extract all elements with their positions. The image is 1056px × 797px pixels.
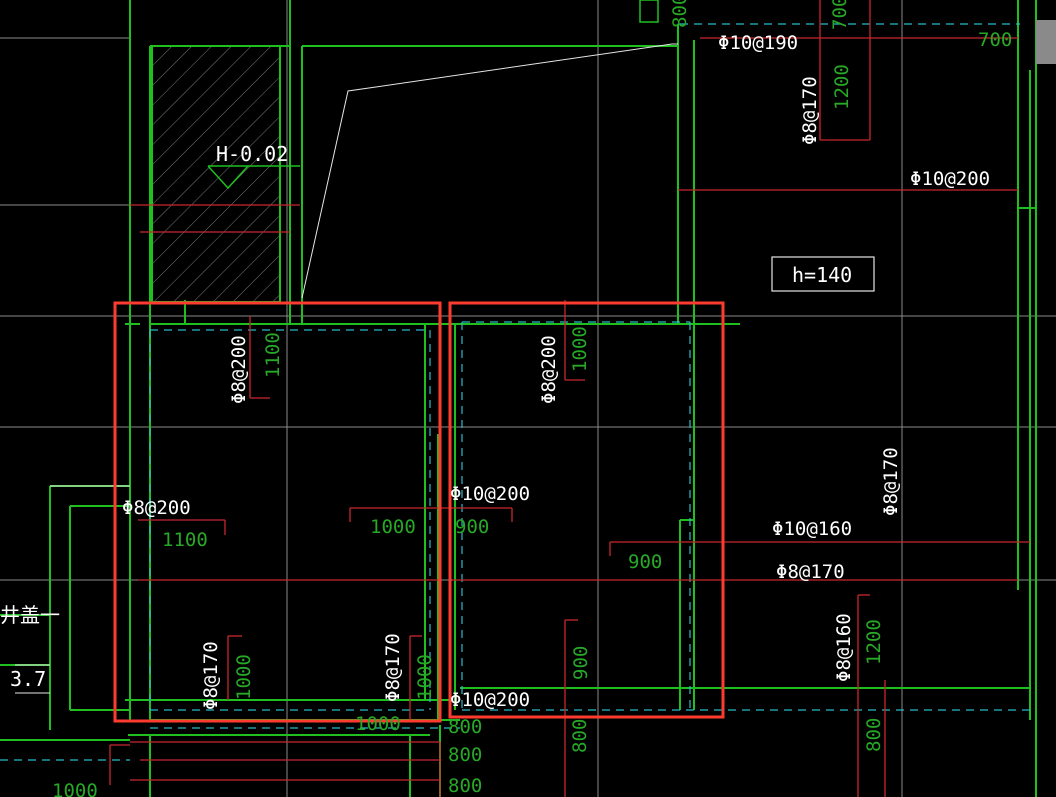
slab-thickness-tag: h=140 — [771, 256, 875, 292]
rebar-label: Φ8@170 — [200, 641, 222, 710]
dim-label: 700 — [829, 0, 851, 30]
dim-label: 800 — [448, 744, 482, 766]
dim-label: 800 — [448, 716, 482, 738]
side-value-label: 3.7 — [10, 667, 46, 691]
dim-label: 1100 — [162, 529, 208, 551]
rebar-label: Φ8@200 — [228, 335, 250, 404]
rebar-label: Φ10@200 — [450, 689, 530, 711]
rebar-label: Φ8@200 — [122, 497, 191, 519]
slab-thickness-label: h=140 — [792, 263, 852, 287]
rebar-label: Φ8@170 — [799, 76, 821, 145]
elevation-marker: H-0.02 — [207, 142, 300, 190]
dim-label: 1000 — [569, 326, 591, 372]
dim-label: 1000 — [233, 654, 255, 700]
slab-panel-left[interactable] — [113, 301, 442, 723]
rebar-label: Φ10@160 — [772, 518, 852, 540]
dim-label: 900 — [628, 551, 662, 573]
rebar-lines — [109, 0, 1030, 797]
dim-label: 800 — [863, 718, 885, 752]
dim-label: 1000 — [355, 713, 401, 735]
dim-label: 1000 — [52, 780, 98, 797]
dim-label: 800 — [669, 0, 691, 28]
rebar-label: Φ10@200 — [450, 483, 530, 505]
dim-label: 1000 — [414, 654, 436, 700]
rebar-label: Φ8@170 — [382, 633, 404, 702]
dim-label: 900 — [570, 646, 592, 680]
rebar-label: Φ8@160 — [833, 613, 855, 682]
dim-label: 1200 — [831, 64, 853, 110]
dim-label: 800 — [448, 775, 482, 797]
edge-block — [1036, 20, 1056, 64]
slab-panel-right[interactable] — [448, 301, 725, 719]
dimension-labels: 700 700 800 1200 1100 1000 1100 1000 900… — [52, 0, 1012, 797]
well-cover-label: 井盖一 — [0, 603, 60, 627]
rebar-label: Φ8@170 — [880, 447, 902, 516]
dim-label: 1200 — [863, 619, 885, 665]
edge-block-small — [639, 0, 659, 23]
white-elements — [15, 43, 678, 694]
rebar-label: Φ8@200 — [538, 335, 560, 404]
rebar-label: Φ10@190 — [718, 32, 798, 54]
dim-label: 900 — [455, 516, 489, 538]
dim-label: 800 — [569, 719, 591, 753]
dim-label: 1000 — [370, 516, 416, 538]
dim-label: 700 — [978, 29, 1012, 51]
dashed-lines — [0, 23, 1030, 761]
rebar-label: Φ8@170 — [776, 561, 845, 583]
elevation-label: H-0.02 — [216, 142, 288, 166]
rebar-label: Φ10@200 — [910, 168, 990, 190]
rebar-labels: Φ10@190 Φ8@170 Φ10@200 Φ8@200 Φ8@200 Φ8@… — [122, 32, 990, 711]
dim-label: 1100 — [262, 332, 284, 378]
